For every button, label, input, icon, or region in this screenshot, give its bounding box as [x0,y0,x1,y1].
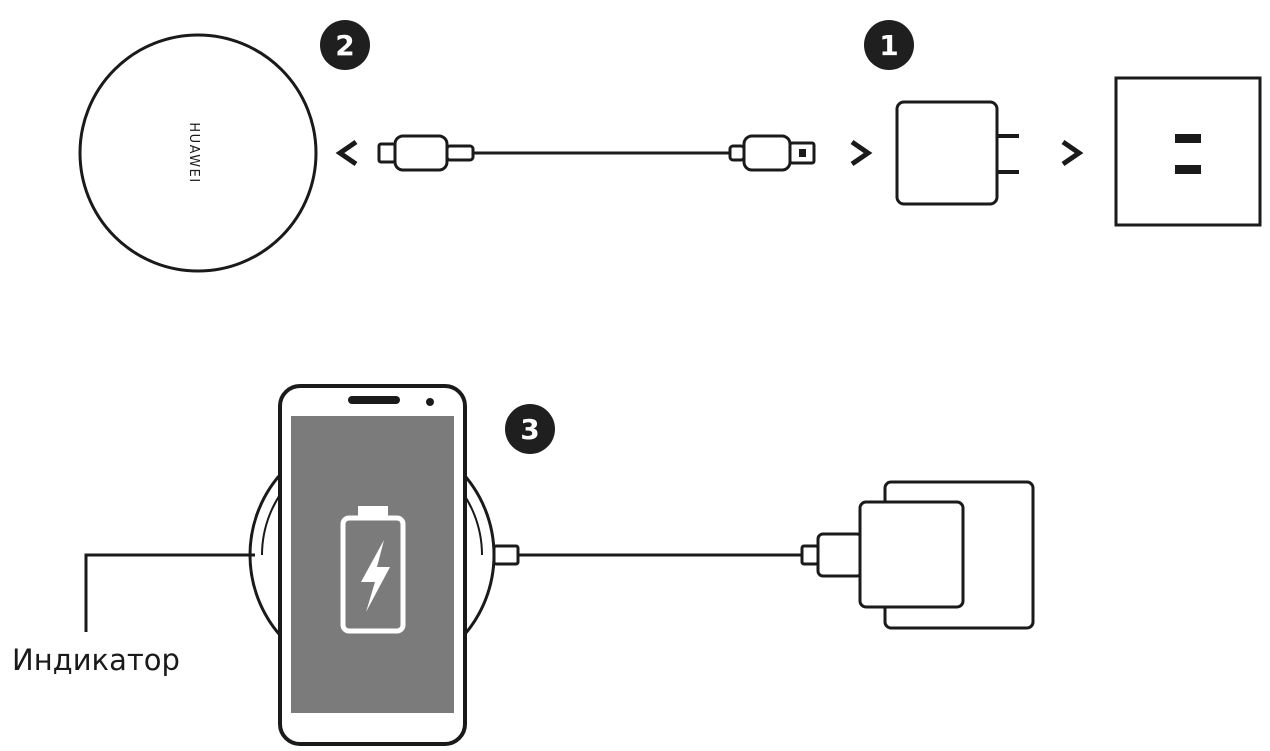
phone-earpiece [348,396,400,404]
outlet-slot-top [1175,134,1201,143]
power-adapter-bottom [858,480,1035,630]
usb-c-plug-tip [377,142,397,164]
outlet-slot-bottom [1175,165,1201,174]
indicator-label: Индикатор [12,643,180,677]
power-adapter [895,100,1019,206]
arrow-left-icon [335,139,358,167]
phone-camera [426,398,434,406]
battery-charging-icon [340,506,406,634]
wireless-charger-pad: HUAWEI [78,33,318,273]
charger-brand-text: HUAWEI [186,122,201,183]
usb-cable [377,134,816,172]
arrow-right-icon [850,139,873,167]
step-3-number: 3 [520,413,539,446]
charging-cable [518,532,864,578]
lightning-bolt-icon [361,540,390,612]
charger-port [492,544,520,566]
usb-c-connector-body [393,134,449,172]
arrow-right-icon [1061,139,1084,167]
step-2-badge: 2 [320,20,370,70]
step-1-badge: 1 [864,20,914,70]
step-2-number: 2 [335,29,354,62]
step-1-number: 1 [879,29,898,62]
step-3-badge: 3 [505,404,555,454]
wall-outlet [1114,76,1262,227]
indicator-leader-line [84,553,255,632]
usb-a-connector-body [742,134,792,172]
